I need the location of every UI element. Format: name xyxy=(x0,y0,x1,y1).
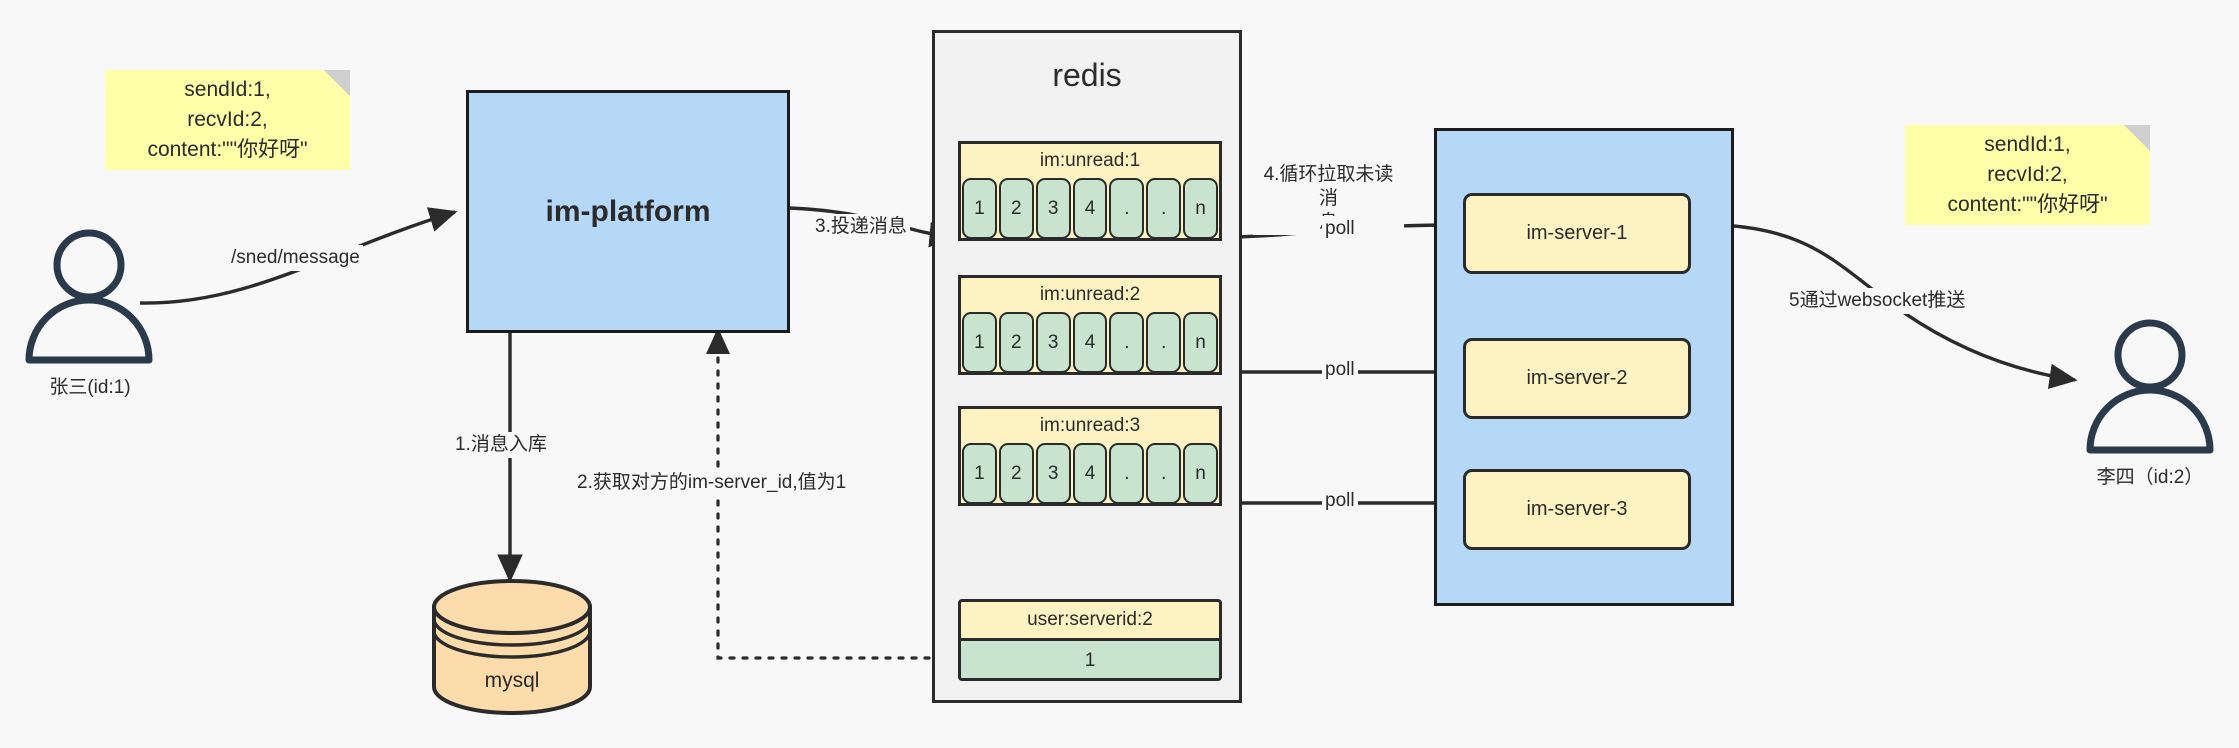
edge-label-step2: 2.获取对方的im-server_id,值为1 xyxy=(574,470,850,496)
queue-cell: . xyxy=(1109,312,1145,373)
im-platform-label: im-platform xyxy=(545,194,711,228)
im-server-3-box[interactable]: im-server-3 xyxy=(1463,469,1691,550)
queue-cell: n xyxy=(1183,443,1219,504)
im-server-group: im-server-1 im-server-2 im-server-3 xyxy=(1434,128,1734,606)
edge-label-step5: 5通过websocket推送 xyxy=(1786,288,1969,314)
edge-label-poll-3: poll xyxy=(1322,488,1358,514)
im-server-3-label: im-server-3 xyxy=(1526,498,1628,520)
edge-label-poll-2: poll xyxy=(1322,357,1358,383)
edge-label-step4: 4.循环拉取未读消 息 xyxy=(1253,162,1404,236)
sticky-fold-icon xyxy=(2124,125,2150,151)
edge-label-poll-1: poll xyxy=(1322,216,1358,242)
queue-cell: 2 xyxy=(998,178,1034,239)
sticky-note-left-text: sendId:1, recvId:2, content:""你好呀" xyxy=(147,78,308,161)
queue-cell: 4 xyxy=(1072,443,1108,504)
queue-cell: . xyxy=(1146,443,1182,504)
queue-cell: . xyxy=(1146,312,1182,373)
queue-cell: . xyxy=(1109,443,1145,504)
mysql-label: mysql xyxy=(484,669,540,692)
queue-cells: 1 2 3 4 . . n xyxy=(961,443,1219,505)
queue-cell: 1 xyxy=(962,443,997,504)
redis-container: redis im:unread:1 1 2 3 4 . . n im:unrea… xyxy=(932,30,1242,703)
queue-cell: 1 xyxy=(962,178,997,239)
edge-label-step1: 1.消息入库 xyxy=(452,432,550,458)
queue-key-label: im:unread:3 xyxy=(961,409,1219,443)
redis-queue-im-unread-2[interactable]: im:unread:2 1 2 3 4 . . n xyxy=(958,275,1222,375)
redis-title: redis xyxy=(1052,57,1122,93)
queue-cell: 3 xyxy=(1035,443,1071,504)
actor-label-sender: 张三(id:1) xyxy=(49,377,131,398)
queue-cell: 3 xyxy=(1035,178,1071,239)
queue-cells: 1 2 3 4 . . n xyxy=(961,312,1219,374)
kv-value-label: 1 xyxy=(961,638,1219,678)
im-server-2-box[interactable]: im-server-2 xyxy=(1463,338,1691,419)
im-server-1-box[interactable]: im-server-1 xyxy=(1463,193,1691,274)
queue-cell: 4 xyxy=(1072,178,1108,239)
queue-cell: n xyxy=(1183,178,1219,239)
queue-key-label: im:unread:1 xyxy=(961,144,1219,178)
avatar-sender xyxy=(25,229,153,364)
avatar-receiver xyxy=(2086,319,2214,454)
queue-cell: . xyxy=(1109,178,1145,239)
kv-key-label: user:serverid:2 xyxy=(1027,609,1153,630)
queue-cell: 1 xyxy=(962,312,997,373)
queue-cell: 3 xyxy=(1035,312,1071,373)
queue-cell: 4 xyxy=(1072,312,1108,373)
sticky-fold-icon xyxy=(324,70,350,96)
redis-queue-im-unread-1[interactable]: im:unread:1 1 2 3 4 . . n xyxy=(958,141,1222,241)
queue-cell: 2 xyxy=(998,443,1034,504)
edge-label-step3: 3.投递消息 xyxy=(812,214,910,240)
mysql-node[interactable]: mysql xyxy=(434,607,590,713)
sticky-note-left: sendId:1, recvId:2, content:""你好呀" xyxy=(105,70,350,170)
queue-key-label: im:unread:2 xyxy=(961,278,1219,312)
sticky-note-right: sendId:1, recvId:2, content:""你好呀" xyxy=(1905,125,2150,225)
queue-cell: 2 xyxy=(998,312,1034,373)
im-server-1-label: im-server-1 xyxy=(1526,222,1628,244)
im-server-2-label: im-server-2 xyxy=(1526,367,1628,389)
sticky-note-right-text: sendId:1, recvId:2, content:""你好呀" xyxy=(1947,133,2108,216)
redis-kv-user-serverid[interactable]: user:serverid:2 1 xyxy=(958,599,1222,681)
edge-label-send-message: /sned/message xyxy=(228,245,363,271)
queue-cell: . xyxy=(1146,178,1182,239)
actor-label-receiver: 李四（id:2） xyxy=(2096,467,2204,488)
queue-cell: n xyxy=(1183,312,1219,373)
im-platform-box[interactable]: im-platform xyxy=(466,90,790,333)
queue-cells: 1 2 3 4 . . n xyxy=(961,178,1219,240)
redis-queue-im-unread-3[interactable]: im:unread:3 1 2 3 4 . . n xyxy=(958,406,1222,506)
